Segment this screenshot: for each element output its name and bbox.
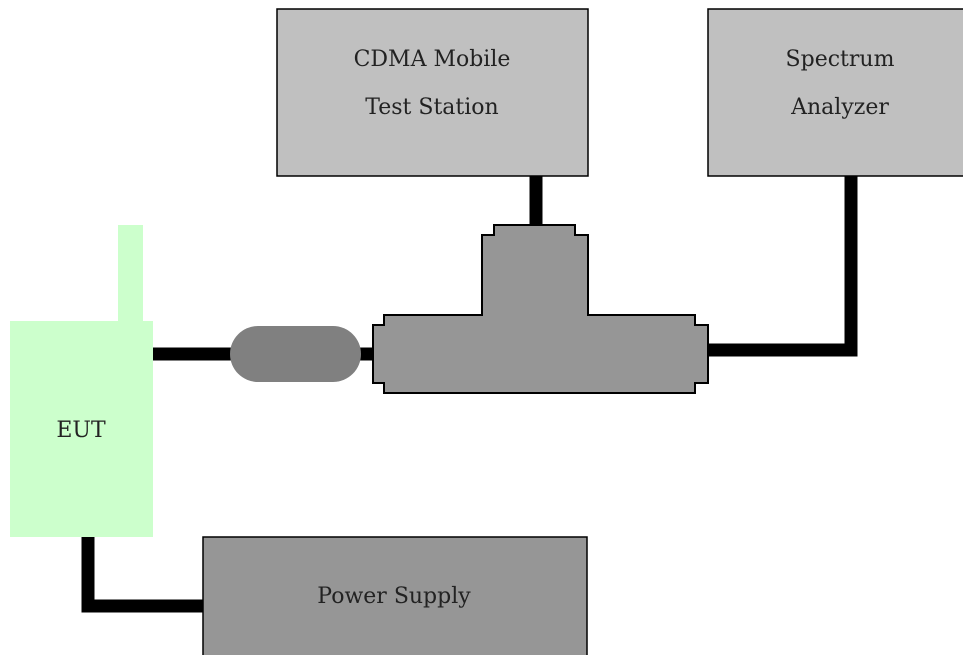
attenuator [230, 326, 361, 382]
cdma-mobile-test-station: CDMA Mobile Test Station [276, 8, 589, 177]
t-connector [372, 224, 709, 394]
spectrum-analyzer-box [707, 8, 963, 177]
spectrum-analyzer-label-line1: Spectrum [786, 47, 895, 72]
eut-antenna [118, 225, 143, 322]
spectrum-analyzer-label-line2: Analyzer [790, 95, 889, 120]
cables [81, 176, 858, 613]
cdma-station-box [276, 8, 589, 177]
cdma-station-label-line1: CDMA Mobile [354, 47, 511, 72]
power-supply-box [202, 536, 588, 655]
eut-label: EUT [56, 418, 106, 443]
eut-body [10, 321, 153, 537]
eut-device: EUT [10, 225, 153, 537]
cable-analyzer-to-t-connector [708, 176, 858, 357]
spectrum-analyzer: Spectrum Analyzer [707, 8, 963, 177]
cable-eut-to-power-supply [81, 537, 204, 613]
power-supply-label: Power Supply [317, 584, 471, 609]
cdma-station-label-line2: Test Station [365, 95, 498, 120]
power-supply: Power Supply [202, 536, 588, 655]
